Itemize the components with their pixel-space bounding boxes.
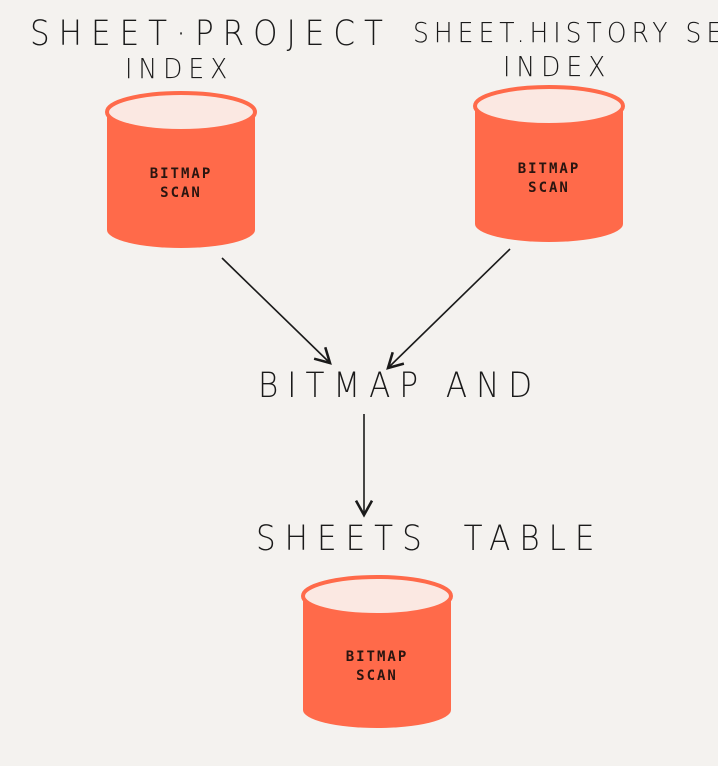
cylinder-sheet-history-set-index: BITMAP SCAN (473, 85, 625, 242)
cylinder-sheet-project-index: BITMAP SCAN (105, 91, 257, 248)
cylinder-body (107, 112, 255, 248)
label-sheet-project-index: INDEX (125, 52, 234, 85)
label-bitmap-and: BITMAP AND (258, 365, 542, 407)
arrow-history-to-bitmap-and (386, 248, 511, 370)
cylinder-label-line2: SCAN (528, 180, 570, 196)
cylinder-label-line2: SCAN (356, 668, 398, 684)
cylinder-sheets-table: BITMAP SCAN (301, 575, 453, 728)
cylinder-top (105, 91, 257, 133)
cylinder-label-line2: SCAN (160, 185, 202, 201)
arrow-project-to-bitmap-and (221, 257, 332, 365)
cylinder-label-line1: BITMAP (518, 161, 581, 177)
cylinder-top (473, 85, 625, 127)
label-sheets-table: SHEETS TABLE (256, 518, 604, 560)
cylinder-label-line1: BITMAP (346, 649, 409, 665)
cylinder-label-line1: BITMAP (150, 166, 213, 182)
label-sheet-project: SHEET·PROJECT (30, 13, 392, 55)
label-sheet-history-set-index: INDEX (503, 50, 612, 83)
cylinder-top (301, 575, 453, 617)
cylinder-body (475, 106, 623, 242)
cylinder-body (303, 596, 451, 728)
label-sheet-history-set: SHEET.HISTORY SET (413, 16, 718, 49)
